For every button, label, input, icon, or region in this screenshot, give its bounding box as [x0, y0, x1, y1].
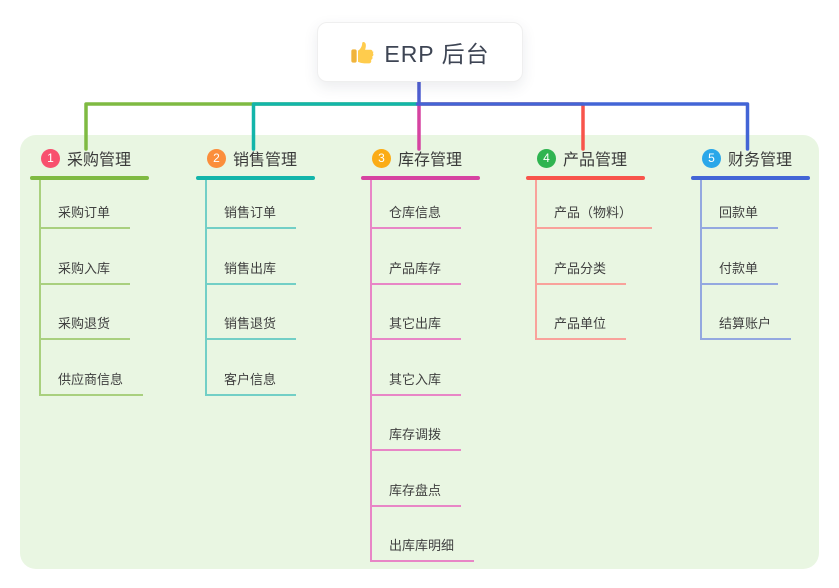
branch-underline — [30, 176, 149, 180]
branch-item-label: 产品单位 — [554, 316, 607, 331]
branch-item[interactable]: 付款单 — [702, 229, 779, 285]
branch-item[interactable]: 其它出库 — [372, 285, 462, 340]
branch-underline — [526, 176, 645, 180]
branch-item[interactable]: 其它入库 — [372, 340, 462, 396]
branch-badge: 1 — [41, 148, 60, 168]
branch-item[interactable]: 产品单位 — [537, 285, 627, 340]
branch-item-label: 供应商信息 — [58, 371, 124, 387]
branch-item-label: 回款单 — [719, 205, 759, 220]
branch-items: 仓库信息产品库存其它出库其它入库库存调拨库存盘点出库库明细 — [370, 180, 475, 562]
branch-item[interactable]: 采购退货 — [41, 285, 131, 340]
branch-item-label: 采购订单 — [58, 205, 111, 220]
branch-label: 产品管理 — [563, 152, 628, 169]
branch-items: 采购订单采购入库采购退货供应商信息 — [39, 180, 144, 396]
branch-item-label: 销售退货 — [224, 316, 277, 331]
branch-item-label: 产品（物料） — [554, 205, 633, 220]
branch-item[interactable]: 产品分类 — [537, 229, 627, 285]
branch-item[interactable]: 产品（物料） — [537, 180, 653, 229]
branches-panel — [20, 135, 819, 569]
branch-item-label: 付款单 — [719, 260, 759, 276]
branch-product: 4 产品管理 产品（物料） 产品分类产品单位 — [526, 146, 653, 340]
branch-item-label: 销售订单 — [224, 205, 277, 220]
branch-items: 回款单付款单结算账户 — [700, 180, 792, 340]
branch-label: 采购管理 — [67, 152, 132, 169]
branch-header[interactable]: 1 采购管理 — [30, 146, 149, 170]
branch-item-label: 客户信息 — [224, 371, 277, 387]
branch-sales: 2 销售管理 销售订单销售出库销售退货客户信息 — [196, 146, 315, 396]
branch-item-label: 其它出库 — [389, 316, 442, 331]
branch-item-label: 出库库明细 — [389, 538, 455, 553]
branch-header[interactable]: 5 财务管理 — [691, 146, 810, 170]
root-title: ERP 后台 — [384, 41, 490, 67]
thumbs-up-icon — [350, 40, 374, 64]
branch-item-label: 其它入库 — [389, 371, 442, 387]
branch-label: 销售管理 — [233, 152, 298, 169]
branch-item-label: 库存盘点 — [389, 482, 442, 498]
branch-purchase: 1 采购管理 采购订单采购入库采购退货供应商信息 — [30, 146, 149, 396]
branch-finance: 5 财务管理 回款单付款单结算账户 — [691, 146, 810, 340]
branch-badge: 3 — [372, 148, 391, 168]
branch-item-label: 结算账户 — [719, 316, 772, 331]
branch-item[interactable]: 仓库信息 — [372, 180, 462, 229]
branch-item-label: 采购入库 — [58, 260, 111, 276]
branch-item[interactable]: 库存盘点 — [372, 451, 462, 507]
branch-items: 销售订单销售出库销售退货客户信息 — [205, 180, 297, 396]
branch-label: 库存管理 — [398, 152, 463, 169]
branch-underline — [196, 176, 315, 180]
branch-item[interactable]: 结算账户 — [702, 285, 792, 340]
branch-item[interactable]: 出库库明细 — [372, 507, 475, 562]
branch-item-label: 销售出库 — [224, 260, 277, 276]
branch-header[interactable]: 3 库存管理 — [361, 146, 480, 170]
branch-item-label: 采购退货 — [58, 316, 111, 331]
branch-header[interactable]: 4 产品管理 — [526, 146, 652, 170]
branch-item[interactable]: 产品库存 — [372, 229, 462, 285]
branch-item[interactable]: 销售订单 — [207, 180, 297, 229]
branch-badge: 4 — [537, 148, 556, 168]
root-node[interactable]: ERP 后台 — [317, 22, 523, 82]
branch-item[interactable]: 销售退货 — [207, 285, 297, 340]
branch-item[interactable]: 客户信息 — [207, 340, 297, 396]
branch-item-label: 产品库存 — [389, 260, 442, 276]
branch-label: 财务管理 — [728, 152, 793, 169]
branch-item[interactable]: 回款单 — [702, 180, 779, 229]
branch-inventory: 3 库存管理 仓库信息产品库存其它出库其它入库库存调拨库存盘点出库库明细 — [361, 146, 480, 562]
branch-header[interactable]: 2 销售管理 — [196, 146, 315, 170]
branch-badge: 2 — [207, 148, 226, 168]
branch-item[interactable]: 销售出库 — [207, 229, 297, 285]
branch-items: 产品（物料） 产品分类产品单位 — [535, 180, 653, 340]
branch-item[interactable]: 采购订单 — [41, 180, 131, 229]
branch-underline — [361, 176, 480, 180]
branch-item-label: 库存调拨 — [389, 427, 442, 442]
branch-item-label: 仓库信息 — [389, 205, 442, 220]
branch-underline — [691, 176, 810, 180]
branch-item[interactable]: 采购入库 — [41, 229, 131, 285]
branch-item[interactable]: 库存调拨 — [372, 396, 462, 451]
branch-badge: 5 — [702, 148, 721, 168]
branch-item[interactable]: 供应商信息 — [41, 340, 144, 396]
branch-item-label: 产品分类 — [554, 260, 607, 276]
